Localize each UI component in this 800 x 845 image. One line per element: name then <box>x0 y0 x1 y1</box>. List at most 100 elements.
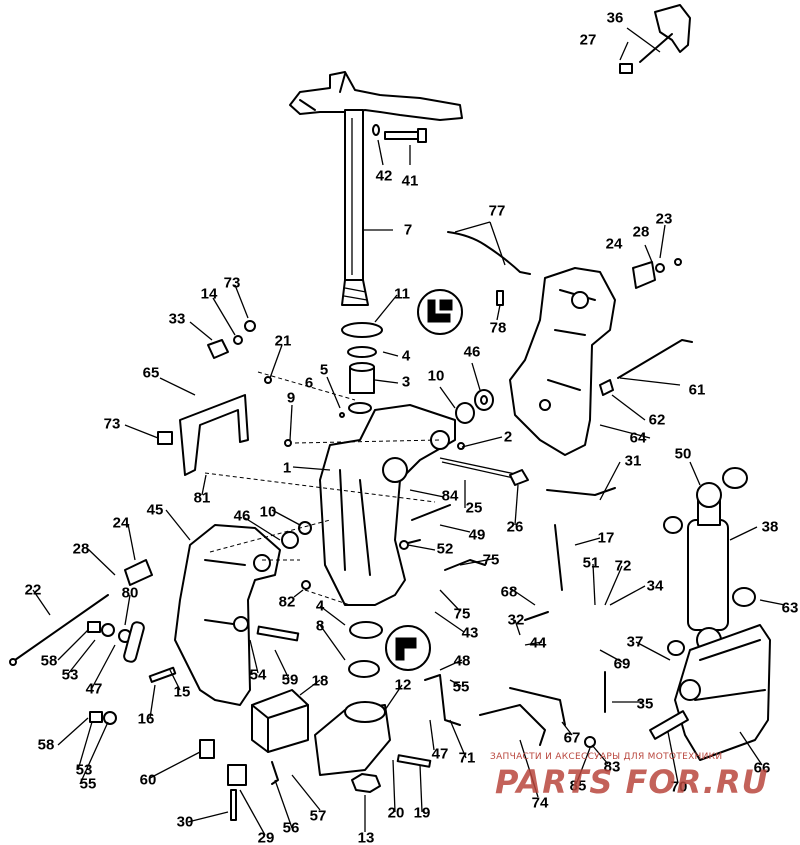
washers-part <box>87 621 132 725</box>
part-callout-52: 52 <box>436 540 454 558</box>
part-callout-85: 85 <box>569 777 587 795</box>
part-callout-75: 75 <box>453 605 471 623</box>
part-callout-19: 19 <box>413 804 431 822</box>
part-callout-42: 42 <box>375 167 393 185</box>
watermark-logo-text: PARTS FOR.RU <box>495 763 769 799</box>
steering-arm-part <box>289 71 463 306</box>
part-callout-13: 13 <box>357 829 375 845</box>
part-callout-55: 55 <box>452 678 470 696</box>
part-callout-83: 83 <box>603 758 621 776</box>
bolt-41-part <box>372 124 427 143</box>
part-callout-82: 82 <box>278 593 296 611</box>
part-callout-17: 17 <box>597 529 615 547</box>
pin-24-left-part <box>124 559 153 586</box>
part-callout-23: 23 <box>655 210 673 228</box>
pin-24-part <box>632 258 682 289</box>
seals-part <box>348 621 383 793</box>
part-callout-59: 59 <box>281 671 299 689</box>
part-callout-66: 66 <box>753 759 771 777</box>
part-callout-36: 36 <box>606 9 624 27</box>
part-callout-62: 62 <box>648 411 666 429</box>
part-callout-21: 21 <box>274 332 292 350</box>
part-callout-18: 18 <box>311 672 329 690</box>
part-callout-48: 48 <box>453 652 471 670</box>
part-callout-26: 26 <box>506 518 524 536</box>
part-callout-30: 30 <box>176 813 194 831</box>
part-callout-6: 6 <box>304 374 314 392</box>
part-callout-75: 75 <box>482 551 500 569</box>
part-callout-11: 11 <box>394 285 410 303</box>
part-callout-77: 77 <box>488 202 506 220</box>
block-18-part <box>251 689 309 753</box>
part-callout-60: 60 <box>139 771 157 789</box>
bushing-10-part <box>455 389 494 424</box>
part-callout-24: 24 <box>605 235 623 253</box>
stern-bracket-64-part <box>509 267 616 456</box>
part-callout-46: 46 <box>463 343 481 361</box>
part-callout-34: 34 <box>646 577 664 595</box>
part-callout-53: 53 <box>61 666 79 684</box>
part-callout-50: 50 <box>674 445 692 463</box>
part-callout-24: 24 <box>112 514 130 532</box>
part-callout-32: 32 <box>507 611 525 629</box>
pin-70-part <box>649 710 689 740</box>
bushings-part <box>341 322 383 414</box>
part-callout-72: 72 <box>614 557 632 575</box>
part-callout-68: 68 <box>500 583 518 601</box>
part-callout-70: 70 <box>670 778 688 796</box>
trim-cylinder-38-part <box>663 467 756 656</box>
part-callout-63: 63 <box>781 599 799 617</box>
part-callout-15: 15 <box>173 683 191 701</box>
part-callout-4: 4 <box>401 347 411 365</box>
leader-lines <box>32 27 786 836</box>
part-callout-38: 38 <box>761 518 779 536</box>
small-parts <box>199 290 616 821</box>
part-callout-61: 61 <box>688 381 706 399</box>
clamp-12-part <box>314 701 391 776</box>
part-callout-37: 37 <box>626 633 644 651</box>
part-callout-43: 43 <box>461 624 479 642</box>
part-callout-22: 22 <box>24 581 42 599</box>
part-callout-2: 2 <box>503 428 513 446</box>
part-callout-46: 46 <box>233 507 251 525</box>
part-callout-28: 28 <box>72 540 90 558</box>
part-callout-3: 3 <box>401 373 411 391</box>
part-callout-1: 1 <box>282 459 292 477</box>
part-callout-5: 5 <box>319 361 329 379</box>
part-callout-69: 69 <box>613 655 631 673</box>
part-callout-78: 78 <box>489 319 507 337</box>
part-callout-7: 7 <box>403 221 413 239</box>
link-80-part <box>123 621 145 663</box>
part-callout-67: 67 <box>563 729 581 747</box>
part-callout-44: 44 <box>529 634 547 652</box>
part-callout-4: 4 <box>315 597 325 615</box>
part-callout-71: 71 <box>458 749 476 767</box>
part-callout-9: 9 <box>286 389 296 407</box>
watermark-tagline: ЗАПЧАСТИ И АКСЕССУАРЫ ДЛЯ МОТОТЕХНИКИ <box>490 752 723 762</box>
part-callout-12: 12 <box>394 676 412 694</box>
part-callout-73: 73 <box>103 415 121 433</box>
part-callout-84: 84 <box>441 487 459 505</box>
part-callout-41: 41 <box>401 172 419 190</box>
part-callout-53: 53 <box>75 761 93 779</box>
part-callout-33: 33 <box>168 310 186 328</box>
tilt-tube-22-part <box>9 594 109 666</box>
housing-66-part <box>674 624 771 761</box>
part-callout-31: 31 <box>624 452 642 470</box>
part-callout-25: 25 <box>465 499 483 517</box>
part-callout-20: 20 <box>387 804 405 822</box>
part-callout-27: 27 <box>579 31 597 49</box>
part-callout-14: 14 <box>200 285 218 303</box>
part-callout-73: 73 <box>223 274 241 292</box>
part-callout-58: 58 <box>37 736 55 754</box>
bolt-59-part <box>256 625 300 642</box>
detail-inset-lower <box>385 625 431 671</box>
part-callout-49: 49 <box>468 526 486 544</box>
part-callout-74: 74 <box>531 794 549 812</box>
part-callout-80: 80 <box>121 584 139 602</box>
part-callout-58: 58 <box>40 652 58 670</box>
cable-77-part <box>447 231 531 275</box>
part-callout-51: 51 <box>582 554 600 572</box>
